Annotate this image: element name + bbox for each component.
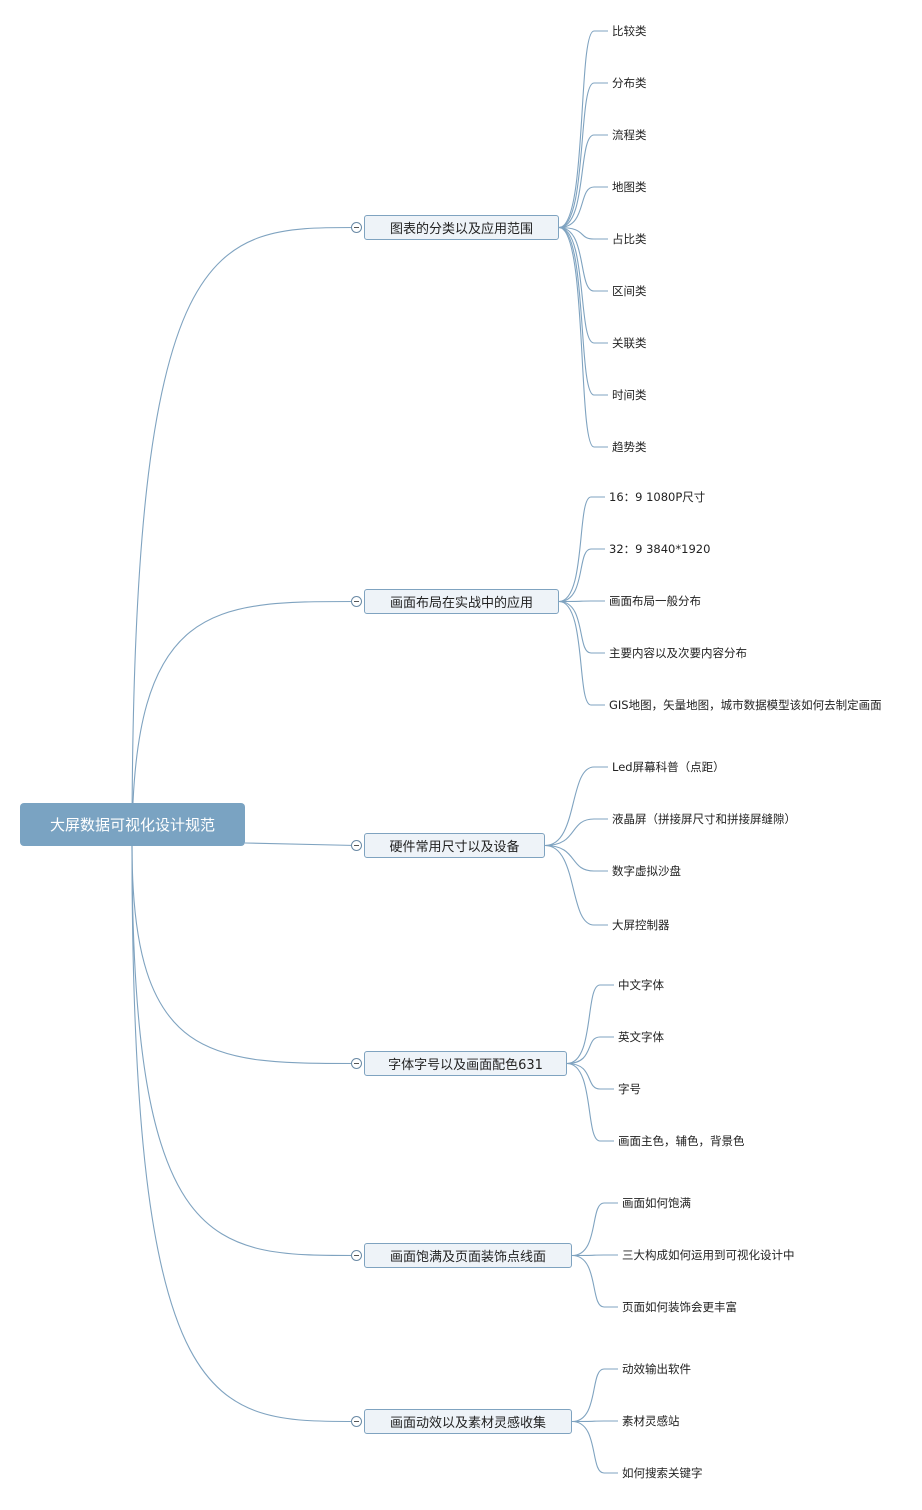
branch-leaf-connector (558, 82, 608, 229)
leaf-topic[interactable]: 趋势类 (612, 440, 647, 454)
leaf-topic[interactable]: 主要内容以及次要内容分布 (609, 646, 747, 660)
leaf-topic[interactable]: 素材灵感站 (622, 1414, 680, 1428)
branch-leaf-connector (566, 1062, 614, 1142)
leaf-topic[interactable]: 时间类 (612, 388, 647, 402)
branch-leaf-connector (558, 186, 608, 229)
branch-leaf-connector (544, 844, 608, 926)
root-topic[interactable]: 大屏数据可视化设计规范 (20, 803, 245, 846)
collapse-minus-icon[interactable] (351, 840, 362, 851)
branch-leaf-connector (566, 1036, 614, 1065)
leaf-topic[interactable]: 区间类 (612, 284, 647, 298)
branch-topic[interactable]: 画面布局在实战中的应用 (364, 589, 559, 614)
root-branch-connector (131, 226, 357, 847)
branch-topic[interactable]: 画面饱满及页面装饰点线面 (364, 1243, 572, 1268)
leaf-topic[interactable]: 页面如何装饰会更丰富 (622, 1300, 737, 1314)
branch-topic[interactable]: 画面动效以及素材灵感收集 (364, 1409, 572, 1434)
leaf-topic[interactable]: 英文字体 (618, 1030, 664, 1044)
branch-leaf-connector (558, 600, 605, 706)
branch-leaf-connector (571, 1254, 618, 1257)
leaf-topic[interactable]: 动效输出软件 (622, 1362, 691, 1376)
leaf-topic[interactable]: 中文字体 (618, 978, 664, 992)
branch-topic[interactable]: 硬件常用尺寸以及设备 (364, 833, 545, 858)
collapse-minus-icon[interactable] (351, 1416, 362, 1427)
branch-leaf-connector (544, 818, 608, 847)
branch-leaf-connector (558, 30, 608, 229)
branch-leaf-connector (571, 1254, 618, 1308)
root-branch-connector (131, 600, 357, 847)
branch-leaf-connector (571, 1420, 618, 1474)
leaf-topic[interactable]: 比较类 (612, 24, 647, 38)
branch-leaf-connector (566, 984, 614, 1065)
leaf-topic[interactable]: GIS地图，矢量地图，城市数据模型该如何去制定画面 (609, 698, 882, 712)
branch-leaf-connector (544, 766, 608, 847)
leaf-topic[interactable]: 画面如何饱满 (622, 1196, 691, 1210)
branch-leaf-connector (558, 134, 608, 229)
leaf-topic[interactable]: 占比类 (612, 232, 647, 246)
collapse-minus-icon[interactable] (351, 1250, 362, 1261)
branch-leaf-connector (571, 1202, 618, 1257)
leaf-topic[interactable]: 地图类 (612, 180, 647, 194)
branch-leaf-connector (571, 1420, 618, 1423)
collapse-minus-icon[interactable] (351, 596, 362, 607)
branch-leaf-connector (558, 226, 608, 240)
branch-leaf-connector (571, 1368, 618, 1423)
branch-leaf-connector (558, 496, 605, 603)
leaf-topic[interactable]: Led屏幕科普（点距） (612, 760, 725, 774)
leaf-topic[interactable]: 大屏控制器 (612, 918, 670, 932)
leaf-topic[interactable]: 画面主色，辅色，背景色 (618, 1134, 745, 1148)
branch-leaf-connector (558, 226, 608, 292)
leaf-topic[interactable]: 关联类 (612, 336, 647, 350)
leaf-topic[interactable]: 数字虚拟沙盘 (612, 864, 681, 878)
branch-leaf-connector (558, 548, 605, 603)
branch-leaf-connector (558, 600, 605, 654)
leaf-topic[interactable]: 画面布局一般分布 (609, 594, 701, 608)
root-branch-connector (131, 845, 357, 1065)
branch-leaf-connector (558, 600, 605, 603)
leaf-topic[interactable]: 字号 (618, 1082, 641, 1096)
branch-topic[interactable]: 字体字号以及画面配色631 (364, 1051, 567, 1076)
branch-leaf-connector (558, 226, 608, 448)
leaf-topic[interactable]: 如何搜索关键字 (622, 1466, 703, 1480)
branch-leaf-connector (558, 226, 608, 396)
leaf-topic[interactable]: 32：9 3840*1920 (609, 542, 711, 556)
collapse-minus-icon[interactable] (351, 222, 362, 233)
branch-topic[interactable]: 图表的分类以及应用范围 (364, 215, 559, 240)
collapse-minus-icon[interactable] (351, 1058, 362, 1069)
leaf-topic[interactable]: 三大构成如何运用到可视化设计中 (622, 1248, 795, 1262)
branch-leaf-connector (566, 1062, 614, 1090)
branch-leaf-connector (558, 226, 608, 344)
root-branch-connector (131, 845, 357, 1423)
leaf-topic[interactable]: 分布类 (612, 76, 647, 90)
root-branch-connector (244, 842, 357, 847)
leaf-topic[interactable]: 流程类 (612, 128, 647, 142)
root-branch-connector (131, 845, 357, 1257)
leaf-topic[interactable]: 16：9 1080P尺寸 (609, 490, 706, 504)
branch-leaf-connector (544, 844, 608, 872)
leaf-topic[interactable]: 液晶屏（拼接屏尺寸和拼接屏缝隙） (612, 812, 796, 826)
